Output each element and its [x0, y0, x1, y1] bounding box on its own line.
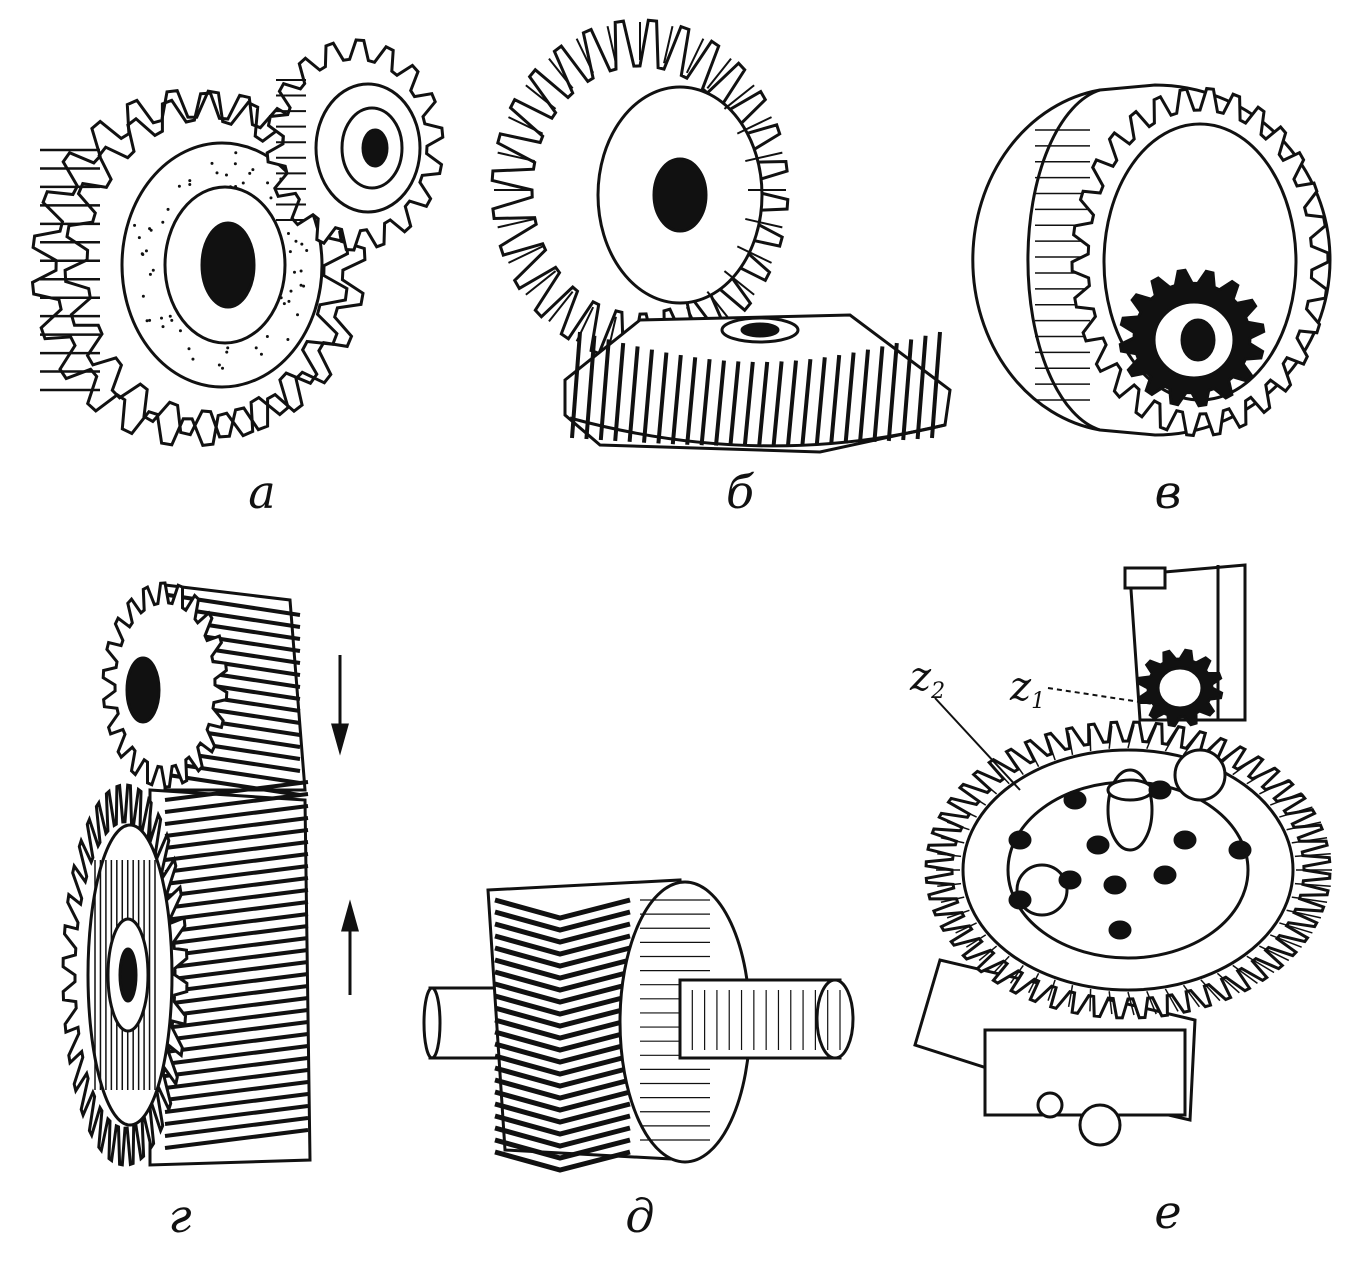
herringbone-gear — [424, 880, 853, 1170]
svg-text:z2: z2 — [909, 654, 945, 704]
helical-gear-pair-figure: г — [63, 583, 357, 1243]
lower-bevel-gear — [565, 315, 950, 452]
caption-d: д — [625, 1189, 654, 1243]
label-z2-sub: 2 — [930, 679, 945, 704]
label-z2: z2 — [909, 654, 945, 704]
rotation-arrow-up-icon — [343, 905, 357, 995]
caption-v: в — [1155, 465, 1182, 519]
caption-a: а — [248, 465, 275, 519]
bevel-gear-pair-figure: б — [492, 20, 950, 519]
herringbone-gear-figure: д — [424, 880, 853, 1243]
worm-wheel-assembly — [915, 565, 1332, 1145]
worm-gear-assembly-figure: z2 z1 е — [909, 565, 1332, 1239]
lower-helical-gear — [63, 782, 310, 1165]
upper-bevel-gear — [492, 20, 788, 359]
spur-gear-pair-figure: а — [33, 40, 443, 519]
caption-g: г — [168, 1189, 191, 1243]
internal-gear-pair-figure: в — [973, 85, 1330, 519]
svg-text:z1: z1 — [1009, 664, 1045, 714]
upper-helical-gear — [103, 583, 305, 795]
label-z1: z1 — [1009, 664, 1045, 714]
small-spur-gear — [267, 40, 443, 250]
caption-b: б — [726, 465, 755, 519]
label-z1-main: z — [1009, 664, 1032, 710]
caption-e: е — [1154, 1185, 1181, 1239]
label-z2-main: z — [909, 654, 932, 700]
label-z1-sub: 1 — [1031, 689, 1045, 714]
rotation-arrow-down-icon — [333, 655, 347, 750]
